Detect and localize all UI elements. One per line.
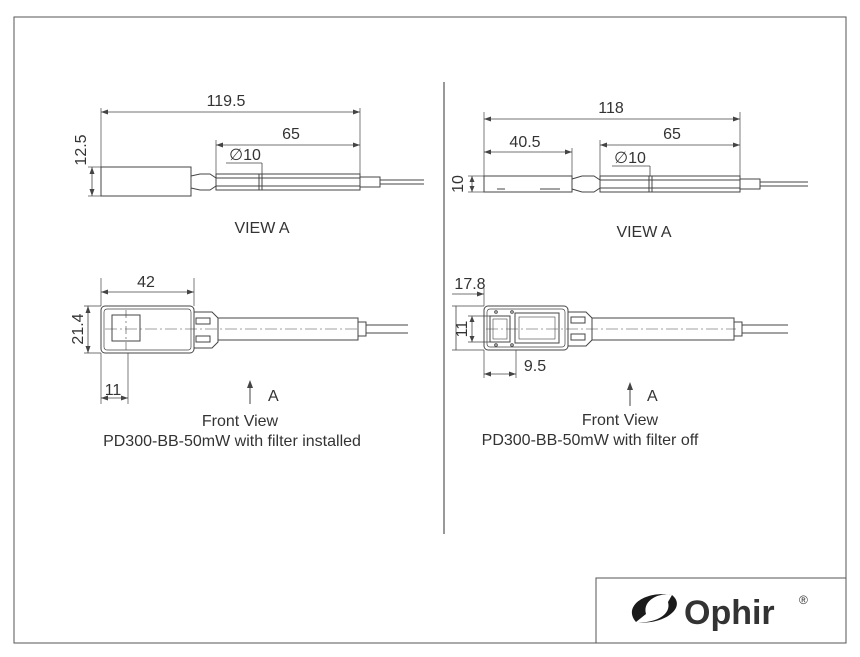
right-front-width: 17.8 bbox=[454, 276, 485, 293]
logo-brand: Ophir bbox=[684, 594, 775, 632]
left-caption-title: Front View bbox=[202, 413, 279, 430]
left-caption-model: PD300-BB-50mW with filter installed bbox=[103, 433, 361, 450]
left-diameter: ∅10 bbox=[229, 147, 261, 164]
left-cable-length: 65 bbox=[282, 126, 300, 143]
left-aperture-width: 11 bbox=[105, 382, 122, 399]
right-arrow-label: A bbox=[647, 388, 658, 405]
right-diameter: ∅10 bbox=[614, 150, 646, 167]
left-front-height: 21.4 bbox=[70, 313, 87, 344]
right-view-label: VIEW A bbox=[616, 224, 671, 241]
left-overall-length: 119.5 bbox=[207, 93, 246, 110]
left-front-width: 42 bbox=[137, 274, 155, 291]
right-front-view bbox=[452, 288, 788, 406]
right-caption-model: PD300-BB-50mW with filter off bbox=[482, 432, 699, 449]
left-side-view bbox=[88, 108, 424, 197]
right-caption-title: Front View bbox=[582, 412, 659, 429]
right-side-view bbox=[468, 112, 808, 193]
right-overall-length: 118 bbox=[598, 100, 624, 117]
left-view-label: VIEW A bbox=[234, 220, 289, 237]
left-arrow-label: A bbox=[268, 388, 279, 405]
left-head-height: 12.5 bbox=[73, 134, 90, 165]
ophir-swoosh-icon bbox=[631, 594, 677, 623]
left-front-view bbox=[84, 278, 408, 404]
logo-registered: ® bbox=[799, 593, 808, 607]
right-aperture-offset: 9.5 bbox=[524, 358, 546, 375]
right-aperture-height: 11 bbox=[454, 321, 471, 338]
right-cable-length: 65 bbox=[663, 126, 681, 143]
page-border bbox=[13, 16, 847, 644]
right-head-height: 10 bbox=[450, 175, 467, 193]
right-head-length: 40.5 bbox=[509, 134, 540, 151]
